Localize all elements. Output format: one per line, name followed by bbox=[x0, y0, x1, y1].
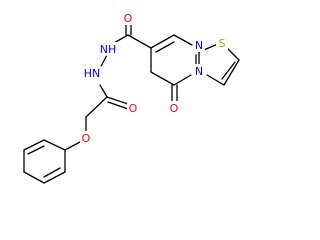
bond bbox=[27, 145, 45, 155]
atom-o-ketone: O bbox=[168, 101, 180, 115]
bond bbox=[113, 34, 129, 44]
bond bbox=[106, 96, 129, 105]
atom-n-ring-top: N bbox=[193, 38, 205, 52]
bond bbox=[99, 54, 108, 69]
bond bbox=[221, 61, 236, 80]
bond bbox=[150, 34, 175, 49]
atom-o-amide-2: O bbox=[127, 101, 139, 115]
atom-n-bridge: N bbox=[193, 64, 205, 78]
bond bbox=[225, 46, 240, 61]
bond bbox=[206, 74, 225, 86]
atom-s-thiazole: S bbox=[216, 36, 228, 50]
bond bbox=[23, 139, 45, 151]
atom-o-ether: O bbox=[80, 131, 92, 145]
atom-label: O bbox=[129, 102, 138, 115]
bond bbox=[223, 59, 240, 86]
atom-label: O bbox=[124, 12, 133, 25]
bond bbox=[127, 34, 152, 49]
atom-label: N bbox=[195, 65, 203, 78]
bond bbox=[155, 41, 175, 53]
atom-labels: N S N O O NH HN O bbox=[80, 11, 228, 145]
bond bbox=[150, 71, 175, 86]
bond bbox=[43, 167, 61, 178]
atom-label: N bbox=[195, 39, 203, 52]
bond bbox=[107, 101, 129, 110]
molecule-structure: N S N O O NH HN O bbox=[23, 11, 240, 184]
bond bbox=[85, 96, 108, 118]
atom-label: HN bbox=[84, 67, 101, 80]
atom-label: O bbox=[170, 102, 179, 115]
bond bbox=[23, 171, 45, 184]
atom-nh-hydrazide-1: NH bbox=[99, 42, 117, 56]
bond bbox=[173, 34, 193, 46]
atom-label: NH bbox=[100, 43, 117, 56]
atom-hn-hydrazide-2: HN bbox=[83, 66, 101, 80]
bond bbox=[43, 139, 66, 151]
atom-o-amide-1: O bbox=[122, 11, 134, 25]
bond bbox=[64, 141, 81, 151]
bond bbox=[43, 171, 66, 184]
atom-label: O bbox=[82, 132, 91, 145]
bond-lines bbox=[23, 21, 240, 184]
atom-label: S bbox=[219, 37, 226, 50]
bond bbox=[99, 84, 108, 98]
bond bbox=[173, 74, 192, 86]
